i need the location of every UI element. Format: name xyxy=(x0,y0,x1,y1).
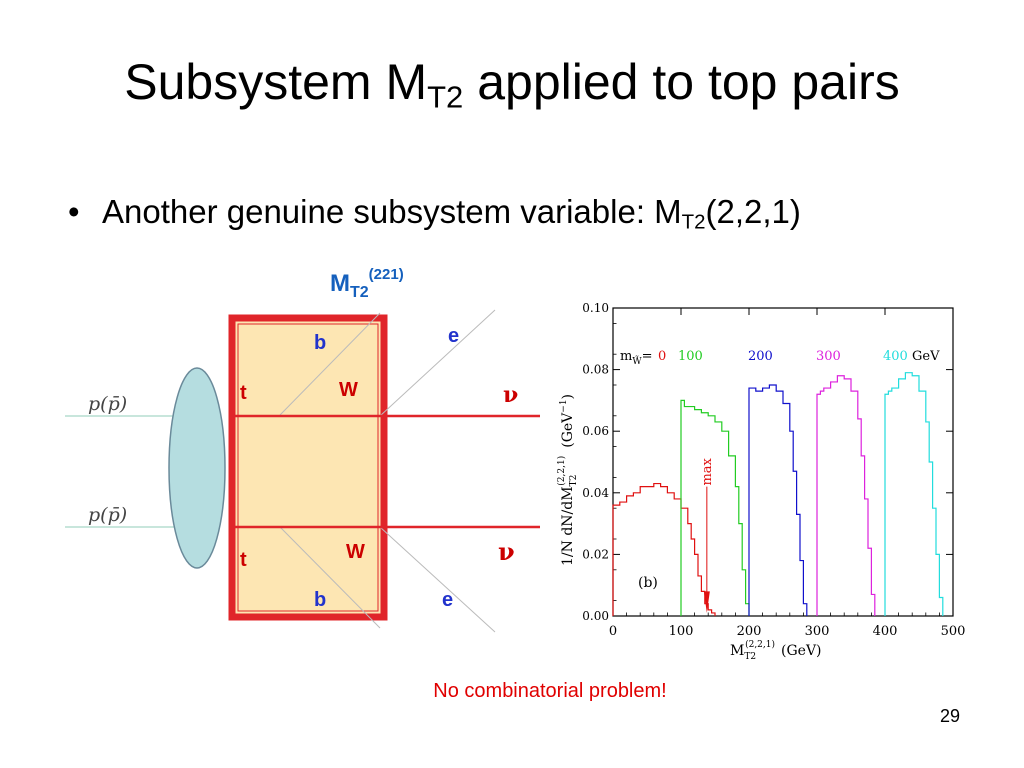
max-label: max xyxy=(700,457,715,485)
legend-unit: GeV xyxy=(912,349,940,364)
x-tick-label: 400 xyxy=(873,624,898,639)
e-line-bottom xyxy=(379,526,496,633)
title-text-rest: applied to top pairs xyxy=(463,54,900,110)
label-w-bottom: W xyxy=(346,541,365,563)
axis-tick-labels: 0 100 200 300 400 500 0.00 0.02 0.04 0.06 0.08 0.10 xyxy=(582,301,965,639)
y-tick-label: 0.08 xyxy=(582,363,609,377)
legend-entry-400: 400 xyxy=(883,349,908,364)
subsystem-box-inner-border xyxy=(237,323,379,612)
label-w-top: W xyxy=(339,379,358,401)
bullet-text-rest: (2,2,1) xyxy=(705,193,801,230)
plot-frame xyxy=(612,307,954,617)
incoming-label-bottom: p(p̄) xyxy=(88,504,127,526)
series-300-line xyxy=(816,375,876,616)
y-axis-label: 1/N dN/dMT2(2,2,1)(GeV−1) xyxy=(556,394,579,566)
box-title-superscript: (221) xyxy=(369,266,404,283)
legend: 0 100 200 300 400 xyxy=(658,349,908,364)
bullet-text: Another genuine subsystem variable: MT2(… xyxy=(102,193,801,234)
x-tick-label: 100 xyxy=(669,624,694,639)
label-b-bottom: b xyxy=(314,589,326,611)
e-line-top xyxy=(379,309,496,417)
title-subscript: T2 xyxy=(427,79,464,115)
box-title: MT2(221) xyxy=(330,266,404,301)
panel-label: (b) xyxy=(638,575,658,591)
bullet-item: • Another genuine subsystem variable: MT2… xyxy=(68,192,801,243)
mt2-distribution-chart: 0 100 200 300 400 500 0.00 0.02 0.04 0.06 0.08 0.10… xyxy=(556,301,965,662)
bullet-subscript: T2 xyxy=(681,210,706,234)
label-b-top: b xyxy=(314,332,326,354)
collision-blob xyxy=(168,367,226,569)
y-tick-label: 0.10 xyxy=(582,301,609,315)
b-line-top xyxy=(279,312,381,416)
series-200-line xyxy=(748,384,808,616)
label-e-top: e xyxy=(448,325,459,347)
y-tick-label: 0.04 xyxy=(582,486,609,500)
label-t-bottom: t xyxy=(240,549,247,571)
y-tick-label: 0.00 xyxy=(582,609,609,623)
x-tick-label: 300 xyxy=(805,624,830,639)
label-e-bottom: e xyxy=(442,589,453,611)
label-nu-bottom: ν xyxy=(498,537,515,566)
box-title-main: M xyxy=(330,270,350,297)
decay-diagram: p(p̄) p(p̄) MT2(221) b e t W ν W ν t b e xyxy=(65,266,540,633)
x-tick-label: 0 xyxy=(609,624,617,639)
label-t-top: t xyxy=(240,382,247,404)
page-number: 29 xyxy=(939,706,960,726)
max-annotation: max xyxy=(700,457,715,613)
x-tick-label: 200 xyxy=(737,624,762,639)
plot-series xyxy=(612,372,944,616)
x-axis-label: MT2(2,2,1)(GeV) xyxy=(730,639,822,662)
legend-entry-0: 0 xyxy=(658,349,666,364)
legend-entry-200: 200 xyxy=(748,349,773,364)
bullet-text-main: Another genuine subsystem variable: M xyxy=(102,193,682,230)
bullet-marker: • xyxy=(68,193,80,230)
legend-entry-100: 100 xyxy=(678,349,703,364)
legend-entry-300: 300 xyxy=(816,349,841,364)
series-100-line xyxy=(680,399,750,616)
b-line-bottom xyxy=(279,526,381,629)
title-text: Subsystem M xyxy=(124,54,428,110)
slide-title: Subsystem MT2 applied to top pairs xyxy=(0,52,1024,128)
max-arrow-head xyxy=(703,591,710,613)
box-title-subscript: T2 xyxy=(350,284,369,301)
label-nu-top: ν xyxy=(503,382,518,408)
series-400-line xyxy=(884,372,944,616)
y-tick-label: 0.06 xyxy=(582,424,609,438)
footer-note: No combinatorial problem! xyxy=(433,680,667,702)
x-tick-label: 500 xyxy=(941,624,966,639)
incoming-label-top: p(p̄) xyxy=(88,393,127,415)
legend-prefix: mW̃= xyxy=(620,349,653,367)
y-tick-label: 0.02 xyxy=(582,547,609,561)
subsystem-box xyxy=(228,314,388,621)
